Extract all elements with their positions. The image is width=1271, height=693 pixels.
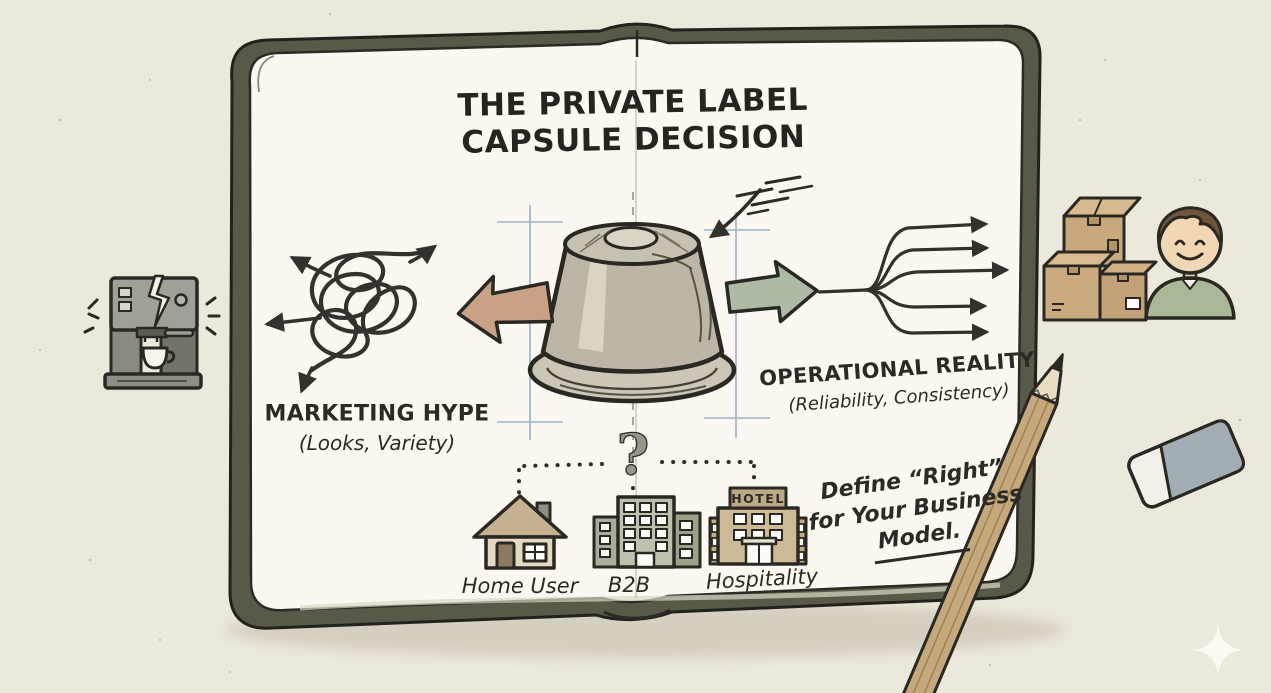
- title-line-1: THE PRIVATE LABEL: [457, 81, 809, 124]
- coffee-capsule-icon: [527, 222, 737, 404]
- sparkle-icon: [1194, 626, 1242, 674]
- page-title: THE PRIVATE LABEL CAPSULE DECISION: [457, 82, 809, 162]
- paper-texture: [38, 12, 1242, 674]
- chaos-scribble-icon: [264, 244, 438, 394]
- home-user-label: Home User: [461, 574, 579, 598]
- marketing-hype-sublabel: (Looks, Variety): [298, 431, 456, 455]
- question-mark: ?: [617, 422, 650, 488]
- broken-coffee-machine-icon: [83, 274, 221, 390]
- operational-arrow-icon: [724, 259, 819, 324]
- annotation-arrow-icon: [708, 175, 814, 239]
- eraser-icon: [1127, 419, 1245, 509]
- marketing-hype-label: MARKETING HYPE: [264, 401, 490, 427]
- pencil-icon: [865, 353, 1064, 693]
- hospitality-hotel-icon: HOTEL: [708, 486, 808, 566]
- shipping-boxes-icon: [1042, 196, 1158, 322]
- b2b-label: B2B: [607, 573, 651, 597]
- organized-paths-icon: [817, 215, 1010, 341]
- person-icon: [1144, 206, 1236, 320]
- hotel-sign-text: HOTEL: [731, 491, 785, 506]
- home-user-icon: [472, 494, 568, 570]
- title-line-2: CAPSULE DECISION: [461, 118, 806, 161]
- b2b-building-icon: [592, 495, 702, 569]
- marketing-arrow-icon: [456, 274, 555, 344]
